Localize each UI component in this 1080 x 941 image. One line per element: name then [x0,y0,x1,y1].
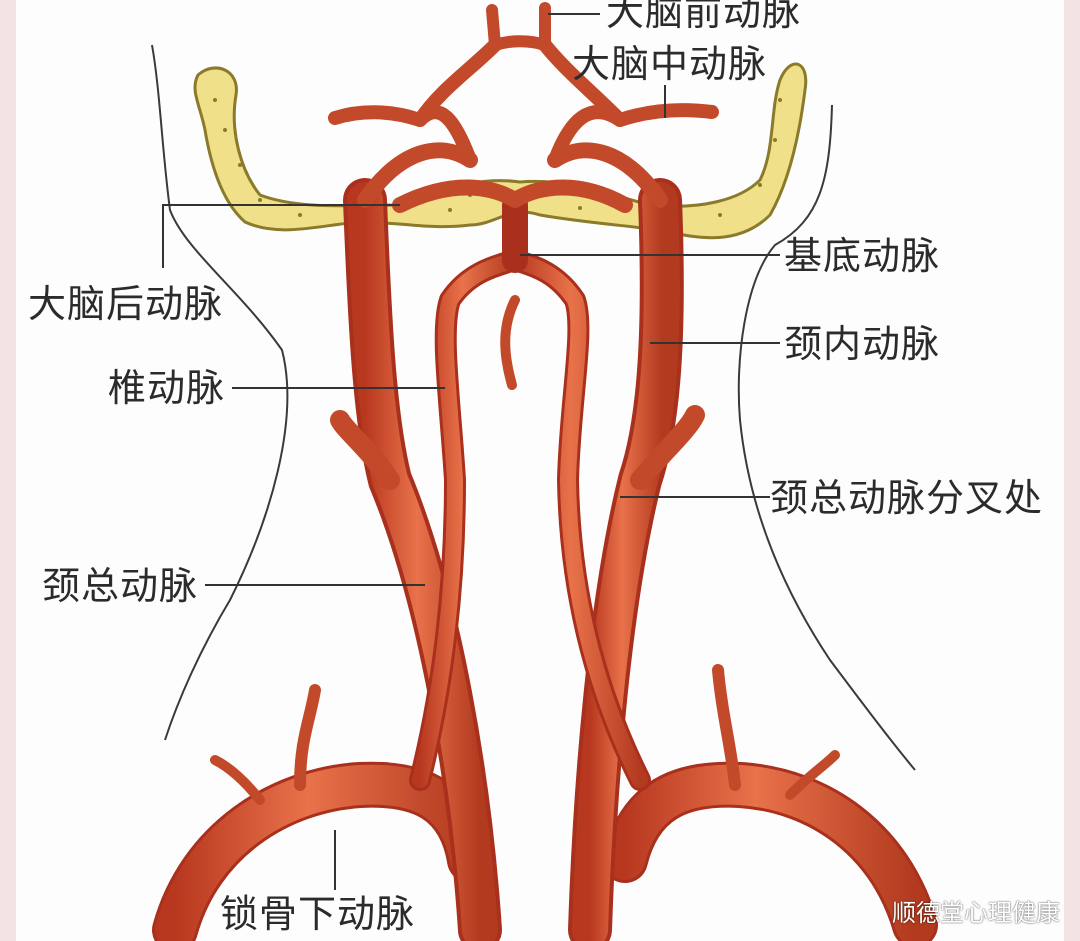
label-anterior-cerebral-artery: 大脑前动脉 [606,0,802,34]
label-middle-cerebral-artery: 大脑中动脉 [572,42,768,86]
label-posterior-cerebral-artery: 大脑后动脉 [28,282,224,326]
skull-base-bone [193,62,808,240]
label-carotid-bifurcation: 颈总动脉分叉处 [770,476,1044,520]
watermark: 顺德堂心理健康 [892,899,1060,927]
label-subclavian-artery: 锁骨下动脉 [220,892,416,936]
neck-outline [151,44,916,771]
label-common-carotid-artery: 颈总动脉 [42,564,199,608]
label-vertebral-artery: 椎动脉 [108,366,226,410]
diagram-panel [16,0,1064,941]
label-internal-carotid-artery: 颈内动脉 [784,322,941,366]
label-basilar-artery: 基底动脉 [784,234,941,278]
leader-lines [162,13,780,890]
arteries [152,2,938,941]
middle-cerebral-left [328,105,427,127]
posterior-cerebral-artery [392,179,633,213]
